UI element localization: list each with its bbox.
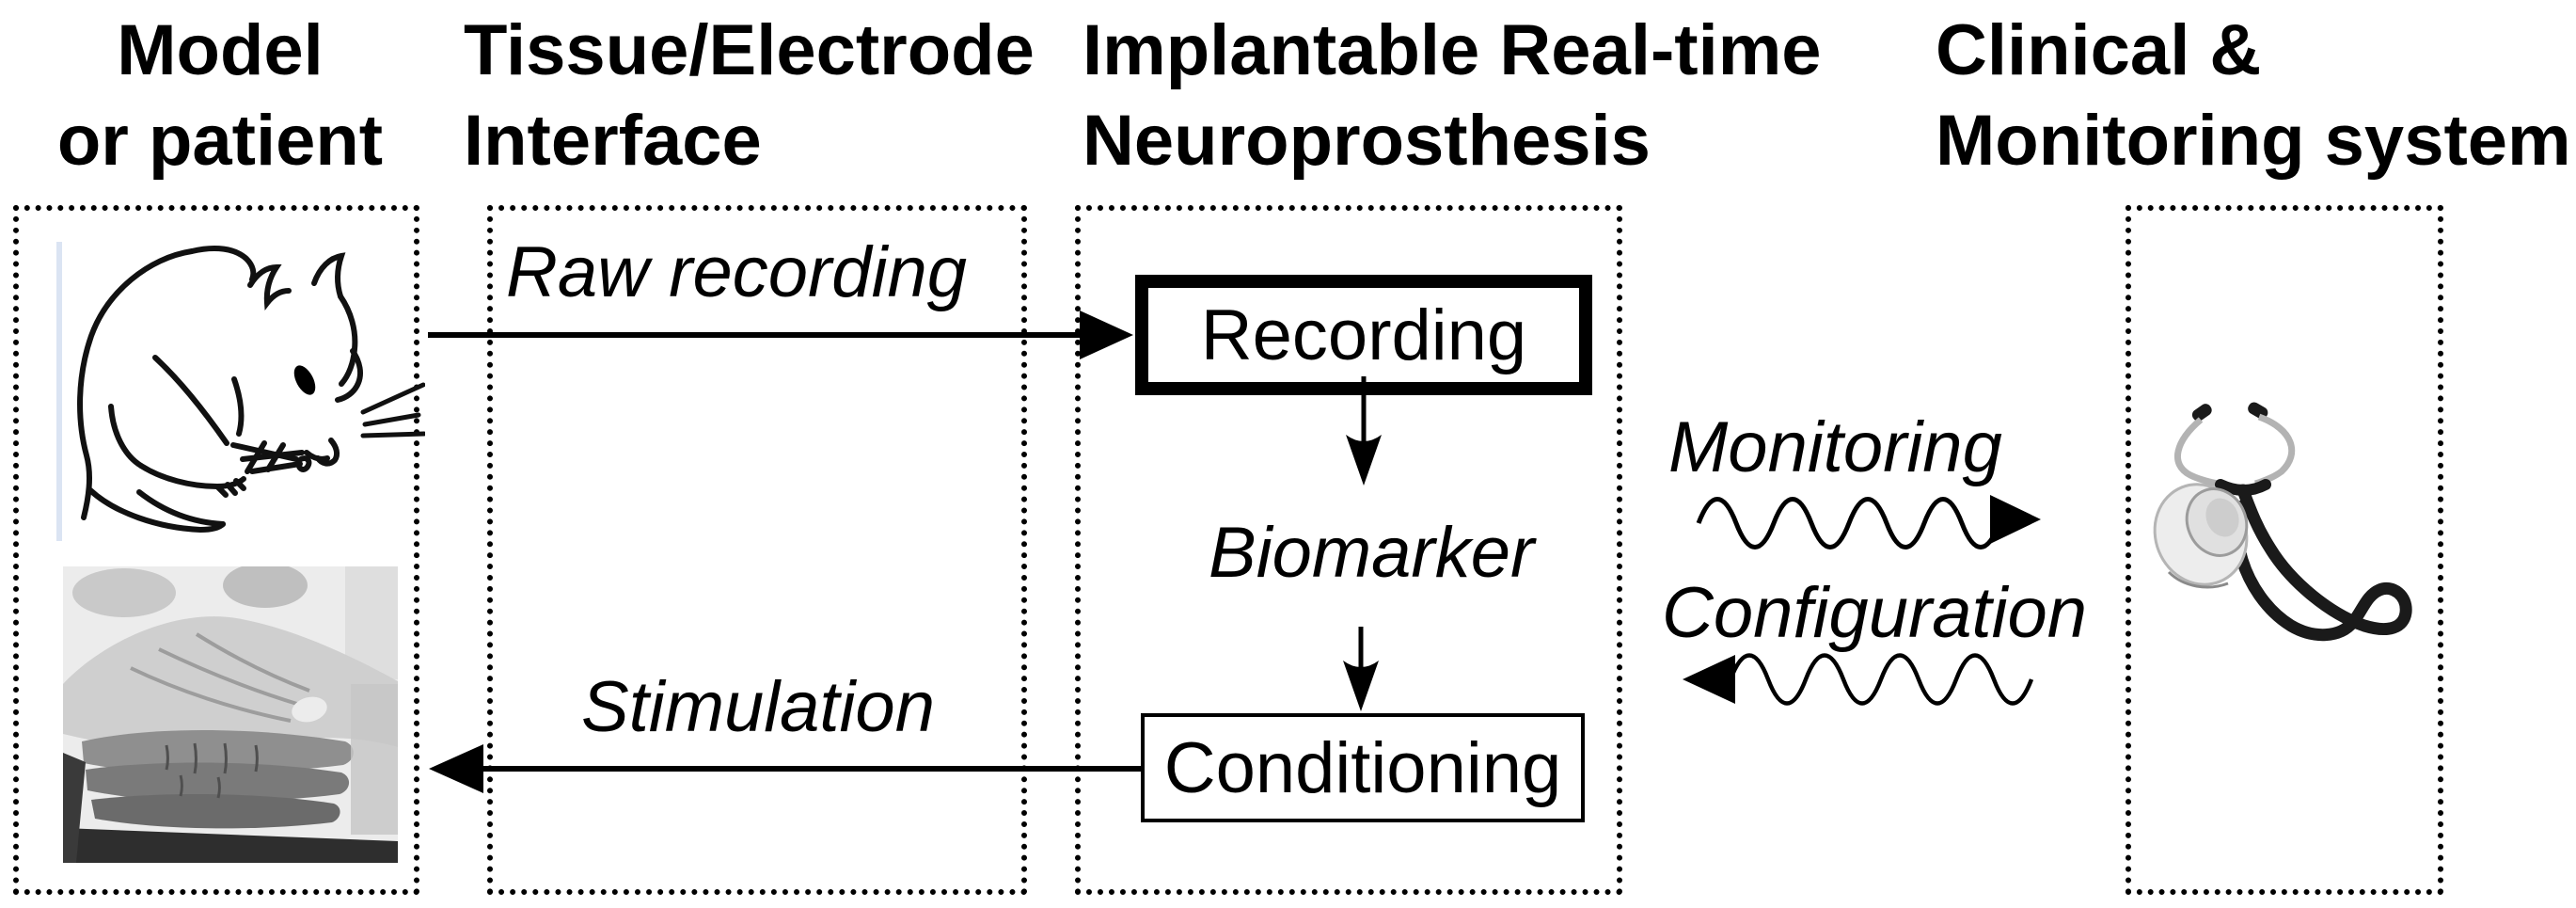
lower-finger-1	[82, 730, 354, 773]
header-line: Implantable Real-time	[1083, 10, 1822, 90]
tissue-electrode-interface-box	[487, 205, 1027, 895]
biomarker-label: Biomarker	[1209, 516, 1534, 591]
biomarker-text: Biomarker	[1209, 513, 1535, 593]
stethoscope-headset	[2173, 402, 2296, 496]
header-line: Monitoring system	[1936, 101, 2571, 181]
raw-recording-label: Raw recording	[506, 235, 967, 311]
photo-blur-blob	[72, 568, 176, 617]
chestpiece-diaphragm	[2205, 498, 2239, 537]
header-line: Interface	[464, 101, 762, 181]
right-binaural-tube	[2253, 413, 2296, 487]
header-line: or patient	[56, 101, 384, 181]
column-header-implantable-neuroprosthesis: Implantable Real-time Neuroprosthesis	[1083, 6, 1822, 186]
rat-whiskers	[360, 382, 427, 438]
clinical-monitoring-box	[2126, 205, 2443, 895]
monitoring-wave	[1696, 497, 2002, 550]
column-header-tissue-electrode: Tissue/Electrode Interface	[464, 6, 1035, 186]
rat-outline	[77, 245, 363, 534]
stethoscope-tube	[2228, 484, 2412, 642]
photo-shadow-band	[63, 828, 398, 863]
rat-eye	[293, 365, 316, 395]
photo-left-shadow	[63, 753, 86, 863]
stethoscope-image	[2133, 311, 2443, 734]
hands-photo-svg	[63, 563, 398, 863]
elderly-hands-photo	[63, 563, 398, 863]
recording-label: Recording	[1200, 295, 1527, 375]
left-earpiece	[2191, 404, 2212, 422]
model-or-patient-box	[13, 205, 419, 895]
configuration-text: Configuration	[1662, 573, 2088, 653]
configuration-wave	[1728, 653, 2034, 706]
wrist-area	[351, 684, 398, 835]
chestpiece-rim-shadow	[2167, 570, 2229, 589]
lower-finger-3	[91, 794, 340, 829]
configuration-label: Configuration	[1662, 576, 2087, 651]
implantable-neuroprosthesis-box	[1075, 205, 1622, 895]
knuckle-wrinkles	[165, 742, 259, 799]
stethoscope-svg	[2153, 402, 2412, 642]
rat-illustration-svg	[56, 242, 427, 541]
stethoscope-chestpiece	[2153, 483, 2249, 589]
monitoring-label: Monitoring	[1668, 410, 2002, 486]
header-line: Tissue/Electrode	[464, 10, 1035, 90]
conditioning-label: Conditioning	[1163, 727, 1562, 808]
header-line: Neuroprosthesis	[1083, 101, 1651, 181]
conditioning-node: Conditioning	[1141, 713, 1585, 822]
recording-node: Recording	[1135, 275, 1592, 395]
stimulation-text: Stimulation	[581, 667, 935, 747]
left-binaural-tube	[2173, 417, 2224, 488]
fingernail	[292, 696, 327, 723]
column-header-model-or-patient: Model or patient	[17, 6, 423, 186]
monitoring-text: Monitoring	[1668, 407, 2002, 487]
rat-image-edge	[56, 242, 62, 541]
stimulation-label: Stimulation	[581, 670, 935, 745]
header-line: Model	[117, 10, 324, 90]
lower-finger-2	[86, 762, 350, 802]
rat-line-drawing	[49, 218, 427, 571]
monitoring-wavy-arrow	[1696, 495, 2041, 550]
finger-creases	[130, 632, 310, 723]
configuration-wavy-arrow	[1683, 653, 2034, 706]
column-header-clinical-monitoring: Clinical & Monitoring system	[1936, 6, 2571, 186]
header-line: Clinical &	[1936, 10, 2262, 90]
photo-blur-blob	[223, 563, 308, 608]
raw-recording-text: Raw recording	[506, 232, 967, 312]
arrowhead-left	[1683, 655, 1735, 704]
arrowhead-right	[1990, 495, 2041, 544]
arrowhead-left	[429, 744, 483, 793]
